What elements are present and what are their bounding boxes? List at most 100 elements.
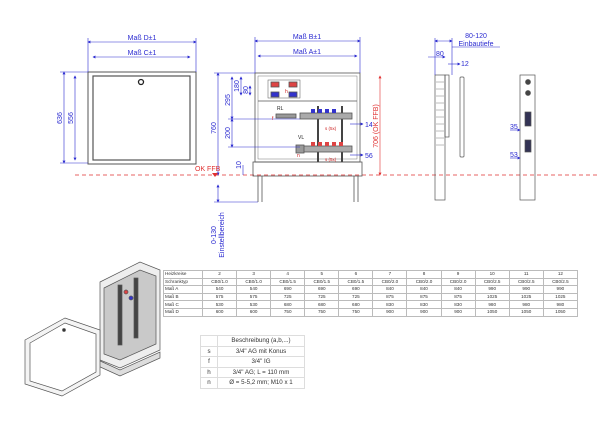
dim-d-label: Maß D±1 <box>128 35 157 42</box>
table-cell: 900 <box>372 307 408 317</box>
n-label: n <box>297 153 300 159</box>
table-cell: 8 <box>406 270 442 279</box>
table-cell: 750 <box>270 307 306 317</box>
legend-key: s <box>200 345 218 357</box>
table-cell: 690 <box>270 285 306 294</box>
depth-caption: Einbautiefe <box>458 41 493 48</box>
table-cell: 980 <box>474 300 510 309</box>
legend-text: 3/4" AG mit Konus <box>217 345 305 357</box>
dim-80-label: 80 <box>243 86 250 94</box>
table-cell: 1025 <box>474 292 510 302</box>
table-cell: 575 <box>201 292 238 302</box>
table-cell: CB0/2.5 <box>474 277 510 287</box>
table-cell: CB0/2.5 <box>508 277 544 287</box>
table-cell: 830 <box>440 300 476 309</box>
table-cell: 1050 <box>474 307 510 317</box>
table-cell: 990 <box>474 285 510 294</box>
table-cell: 3 <box>236 270 272 279</box>
lock-knob-icon <box>137 78 145 86</box>
table-cell: 990 <box>508 285 544 294</box>
table-cell: 725 <box>270 292 306 302</box>
adjust-range-caption: Einstellbereich <box>219 212 226 258</box>
floor-marker-icon <box>212 173 218 177</box>
table-cell: 9 <box>440 270 476 279</box>
row-header-cell: Heizkreise <box>163 270 203 279</box>
table-cell: CB0/1.5 <box>304 277 340 287</box>
table-cell: CB0/1.5 <box>338 277 374 287</box>
table-cell: 600 <box>201 307 238 317</box>
table-cell: 7 <box>372 270 408 279</box>
table-cell: 830 <box>406 300 442 309</box>
table-cell: 530 <box>201 300 238 309</box>
table-cell: 12 <box>542 270 579 279</box>
table-cell: 690 <box>338 285 374 294</box>
table-cell: 840 <box>406 285 442 294</box>
dim-295-label: 295 <box>225 94 232 106</box>
legend-text: Ø = 5-5,2 mm; M10 x 1 <box>217 377 305 389</box>
table-cell: CB0/2.0 <box>406 277 442 287</box>
dim-35-label: 35 <box>510 124 518 131</box>
table-cell: 600 <box>236 307 272 317</box>
table-cell: 990 <box>542 285 579 294</box>
table-cell: 725 <box>304 292 340 302</box>
dim-556-label: 556 <box>68 112 75 124</box>
legend-key: f <box>200 356 218 368</box>
table-cell: 1025 <box>542 292 579 302</box>
table-cell: CB0/2.0 <box>440 277 476 287</box>
table-cell: 840 <box>372 285 408 294</box>
depth-label: 80-120 <box>465 33 487 40</box>
table-cell: 875 <box>372 292 408 302</box>
dim-c-label: Maß C±1 <box>128 50 157 57</box>
table-cell: 875 <box>440 292 476 302</box>
table-cell: 5 <box>304 270 340 279</box>
dim-53-label: 53 <box>510 152 518 159</box>
table-cell: 540 <box>201 285 238 294</box>
table-cell: 680 <box>270 300 306 309</box>
legend-text: 3/4" IG <box>217 356 305 368</box>
ok-ffb-label: OK FFB <box>195 166 221 173</box>
isometric-closed-cabinet <box>24 317 101 397</box>
table-cell: 980 <box>542 300 579 309</box>
table-cell: 1050 <box>542 307 579 317</box>
s5-label-top: s (5x) <box>325 126 337 131</box>
table-cell: 10 <box>474 270 510 279</box>
adjust-range-label: 0-130 <box>211 226 218 244</box>
row-header-cell: Maß B <box>163 292 203 302</box>
table-cell: 530 <box>236 300 272 309</box>
dim-a-label: Maß A±1 <box>293 49 321 56</box>
row-header-cell: Maß A <box>163 285 203 294</box>
table-cell: CB0/1.5 <box>270 277 306 287</box>
legend-text: 3/4" AG; L = 110 mm <box>217 366 305 378</box>
table-cell: 750 <box>304 307 340 317</box>
table-cell: 11 <box>508 270 544 279</box>
dim-56-label: 56 <box>365 153 373 160</box>
table-cell: 2 <box>201 270 238 279</box>
dim-706-label: 706 (OK FFB) <box>373 104 380 148</box>
table-cell: 680 <box>304 300 340 309</box>
dim-200-label: 200 <box>225 127 232 139</box>
side-view <box>434 74 536 201</box>
table-cell: 725 <box>338 292 374 302</box>
h-label: h <box>285 89 288 95</box>
dim-10-label: 10 <box>236 161 243 169</box>
dim-760-label: 760 <box>211 122 218 134</box>
dim-b-label: Maß B±1 <box>293 34 321 41</box>
table-cell: 1050 <box>508 307 544 317</box>
dim-12-label: 12 <box>461 61 469 68</box>
row-header-cell: Maß C <box>163 300 203 309</box>
dim-side-80-label: 80 <box>436 51 444 58</box>
dim-636-label: 636 <box>57 112 64 124</box>
row-header-cell: Schranktyp <box>163 277 203 287</box>
f-label: f <box>272 116 274 122</box>
dim-180-label: 180 <box>234 80 241 92</box>
table-cell: 875 <box>406 292 442 302</box>
rl-label: RL <box>277 106 284 112</box>
table-cell: CB0/1.0 <box>236 277 272 287</box>
table-cell: 1025 <box>508 292 544 302</box>
